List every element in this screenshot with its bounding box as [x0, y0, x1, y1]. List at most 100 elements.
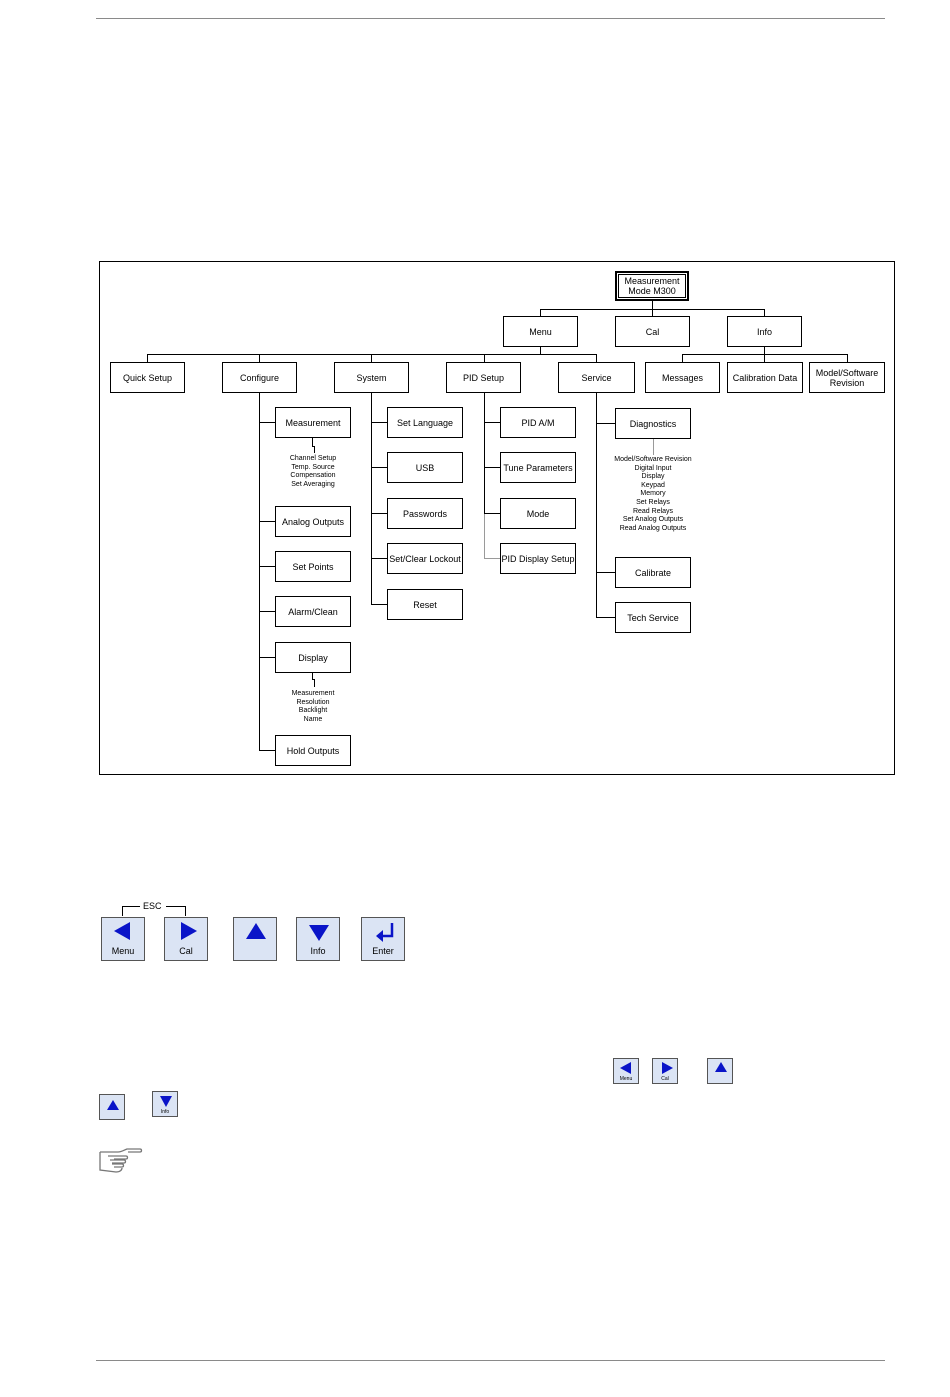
- inline-menu-key-label: Menu: [619, 1076, 633, 1082]
- node-info: Info: [727, 316, 802, 347]
- up-key[interactable]: [233, 917, 277, 961]
- arrow-left-icon: [114, 922, 130, 940]
- connector: [312, 673, 313, 680]
- node-cal: Cal: [615, 316, 690, 347]
- connector: [484, 393, 485, 513]
- node-set-points: Set Points: [275, 551, 351, 582]
- info-key-label: Info: [310, 946, 326, 956]
- connector: [653, 439, 654, 455]
- node-system: System: [334, 362, 409, 393]
- info-key[interactable]: Info: [296, 917, 340, 961]
- inline-up-key-2: [99, 1094, 125, 1120]
- inline-info-key-label: Info: [160, 1109, 170, 1115]
- connector: [484, 467, 500, 468]
- node-calibration-data: Calibration Data: [727, 362, 803, 393]
- connector: [371, 467, 387, 468]
- node-reset: Reset: [387, 589, 463, 620]
- node-passwords: Passwords: [387, 498, 463, 529]
- node-service: Service: [558, 362, 635, 393]
- connector: [314, 679, 315, 687]
- node-mode: Mode: [500, 498, 576, 529]
- arrow-down-icon: [160, 1096, 172, 1107]
- inline-cal-key: Cal: [652, 1058, 678, 1084]
- node-analog-outputs: Analog Outputs: [275, 506, 351, 537]
- node-measurement-mode: Measurement Mode M300: [615, 271, 689, 301]
- connector: [312, 438, 313, 446]
- connector: [259, 750, 275, 751]
- esc-bracket: [122, 906, 140, 907]
- arrow-up-icon: [107, 1100, 119, 1110]
- node-pid-setup: PID Setup: [446, 362, 521, 393]
- connector: [596, 572, 615, 573]
- connector: [484, 354, 485, 362]
- measurement-submenu-list: Channel Setup Temp. Source Compensation …: [289, 455, 337, 488]
- connector: [259, 393, 260, 750]
- connector: [371, 558, 387, 559]
- cal-key-label: Cal: [179, 946, 193, 956]
- connector: [371, 422, 387, 423]
- connector: [682, 354, 683, 362]
- node-menu: Menu: [503, 316, 578, 347]
- diagnostics-submenu-list: Model/Software Revision Digital Input Di…: [614, 456, 692, 532]
- connector: [371, 513, 387, 514]
- node-tune-parameters: Tune Parameters: [500, 452, 576, 483]
- node-set-language: Set Language: [387, 407, 463, 438]
- connector: [652, 309, 653, 316]
- esc-bracket: [185, 906, 186, 916]
- connector: [652, 301, 653, 310]
- esc-bracket: [166, 906, 186, 907]
- node-quick-setup: Quick Setup: [110, 362, 185, 393]
- arrow-up-icon: [246, 923, 266, 939]
- connector: [764, 347, 765, 354]
- connector: [259, 566, 275, 567]
- connector: [259, 611, 275, 612]
- inline-up-key: [707, 1058, 733, 1084]
- arrow-left-icon: [620, 1062, 631, 1074]
- inline-cal-key-label: Cal: [661, 1076, 669, 1082]
- connector: [764, 309, 765, 316]
- connector: [596, 354, 597, 362]
- connector: [312, 679, 315, 680]
- arrow-right-icon: [662, 1062, 673, 1074]
- connector: [484, 422, 500, 423]
- connector: [484, 558, 500, 559]
- connector: [371, 393, 372, 604]
- node-diagnostics: Diagnostics: [615, 408, 691, 439]
- menu-key-label: Menu: [111, 946, 135, 956]
- node-tech-service: Tech Service: [615, 602, 691, 633]
- connector: [371, 604, 387, 605]
- connector: [596, 393, 597, 617]
- connector: [484, 513, 500, 514]
- connector: [596, 423, 615, 424]
- node-hold-outputs: Hold Outputs: [275, 735, 351, 766]
- enter-arrow-icon: [376, 923, 394, 942]
- node-model-software-revision: Model/Software Revision: [809, 362, 885, 393]
- connector: [371, 354, 372, 362]
- connector: [147, 354, 597, 355]
- cal-key[interactable]: Cal: [164, 917, 208, 961]
- node-alarm-clean: Alarm/Clean: [275, 596, 351, 627]
- node-set-clear-lockout: Set/Clear Lockout: [387, 543, 463, 574]
- arrow-up-icon: [715, 1062, 727, 1072]
- node-usb: USB: [387, 452, 463, 483]
- esc-label: ESC: [143, 901, 162, 911]
- footer-rule: [96, 1360, 885, 1361]
- connector: [596, 617, 615, 618]
- connector: [540, 309, 541, 316]
- menu-key[interactable]: Menu: [101, 917, 145, 961]
- pointing-hand-icon: [99, 1148, 143, 1173]
- connector: [259, 657, 275, 658]
- connector: [259, 354, 260, 362]
- node-messages: Messages: [645, 362, 720, 393]
- enter-key[interactable]: Enter: [361, 917, 405, 961]
- node-pid-am: PID A/M: [500, 407, 576, 438]
- node-measurement: Measurement: [275, 407, 351, 438]
- esc-bracket: [122, 906, 123, 916]
- node-display: Display: [275, 642, 351, 673]
- connector: [147, 354, 148, 362]
- connector: [764, 354, 765, 362]
- inline-info-key: Info: [152, 1091, 178, 1117]
- enter-key-label: Enter: [372, 946, 394, 956]
- connector: [484, 513, 485, 559]
- connector: [312, 446, 315, 447]
